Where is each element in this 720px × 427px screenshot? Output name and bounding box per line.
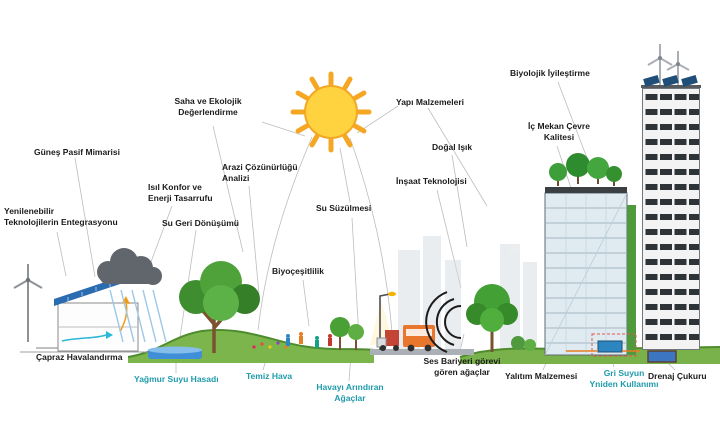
label-saha-ve-ekolojik-degerlendirme: Saha ve Ekolojik Değerlendirme xyxy=(174,96,242,118)
wind-turbine-left-icon xyxy=(13,264,43,342)
label-drenaj-cukuru: Drenaj Çukuru xyxy=(648,371,707,381)
rain-cloud-icon xyxy=(97,248,167,343)
label-yapi-malzemeleri: Yapı Malzemeleri xyxy=(396,97,465,107)
tall-building-illustration xyxy=(642,88,700,350)
drainage-pit-illustration xyxy=(647,350,677,363)
road xyxy=(370,349,474,355)
rooftop-solar-panels xyxy=(641,74,701,88)
label-havayi-arindiran-agaclar: Havayı Arındıran Ağaçlar xyxy=(316,382,384,404)
label-biyocesitlilik: Biyoçeşitlilik xyxy=(272,266,324,276)
label-gri-suyun-yeniden-kullanimi: Gri Suyun Yniden Kullanımı xyxy=(589,368,659,390)
vertical-garden xyxy=(627,205,636,355)
label-dogal-isik: Doğal Işık xyxy=(432,142,473,152)
noise-barrier-tree xyxy=(466,284,518,352)
people-illustration xyxy=(286,332,332,348)
flowers xyxy=(252,341,288,349)
pond-illustration xyxy=(148,346,202,359)
green-roof-illustration xyxy=(549,153,622,186)
label-gunes-pasif-mimarisi: Güneş Pasif Mimarisi xyxy=(34,147,120,157)
label-arazi-cozunurlugu-analizi: Arazi Çözünürlüğü Analizi xyxy=(222,162,298,184)
label-capraz-havalandirma: Çapraz Havalandırma xyxy=(36,352,123,362)
label-temiz-hava: Temiz Hava xyxy=(246,371,293,381)
label-yalitim-malzemesi: Yalıtım Malzemesi xyxy=(505,371,578,381)
warm-air-arrow xyxy=(119,301,128,333)
label-ses-bariyeri-gorevi-goren-agaclar: Ses Bariyeri görevi gören ağaçlar xyxy=(423,356,501,378)
label-yagmur-suyu-hasadi: Yağmur Suyu Hasadı xyxy=(134,374,219,384)
sound-wave-arcs xyxy=(425,291,462,353)
label-yenilenebilir-teknolojilerin-entegrasyonu: Yenilenebilir Teknolojilerin Entegrasyon… xyxy=(4,206,118,228)
wind-turbines-right xyxy=(647,44,690,92)
roadside-bushes xyxy=(511,336,536,351)
large-tree-illustration xyxy=(179,261,260,353)
truck-illustration xyxy=(376,330,399,351)
label-ic-mekan-cevre-kalitesi: İç Mekan Çevre Kalitesi xyxy=(528,121,590,143)
label-insaat-teknolojisi: İnşaat Teknolojisi xyxy=(396,176,467,186)
label-isil-konfor-enerji-tasarrufu: Isıl Konfor ve Enerji Tasarrufu xyxy=(148,182,213,204)
cross-ventilation-arrow xyxy=(61,334,107,342)
air-purifying-trees xyxy=(330,317,364,350)
label-su-suzulmesi: Su Süzülmesi xyxy=(316,203,372,213)
rain-streaks xyxy=(109,289,167,343)
label-su-geri-donusumu: Su Geri Dönüşümü xyxy=(162,218,239,228)
glass-building-illustration xyxy=(544,187,636,356)
grey-water-system xyxy=(566,333,640,357)
sun-icon xyxy=(290,71,372,153)
label-biyolojik-iyilestirme: Biyolojik İyileştirme xyxy=(510,68,590,78)
